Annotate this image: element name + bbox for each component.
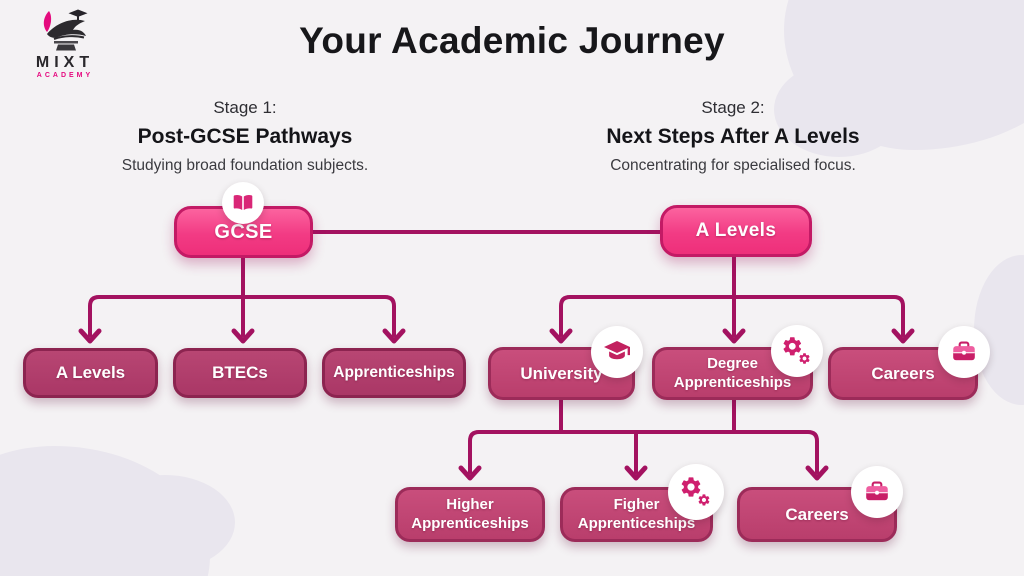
node-label: A Levels xyxy=(55,363,126,382)
node-label: A Levels xyxy=(695,220,777,241)
node-higher-apprenticeships: Higher Apprenticeships xyxy=(395,487,545,542)
brand-logo: MIXT ACADEMY xyxy=(26,8,104,81)
node-label: Careers xyxy=(785,504,849,524)
gears-icon xyxy=(771,325,823,377)
node-label: Figher Apprenticeships xyxy=(577,495,696,532)
stage2-heading: Next Steps After A Levels xyxy=(606,125,860,148)
stage2-label: Stage 2: xyxy=(701,98,765,117)
briefcase-icon xyxy=(851,466,903,518)
gears-icon xyxy=(668,464,724,520)
background-blob xyxy=(774,62,904,157)
node-label: Higher Apprenticeships xyxy=(411,495,529,532)
stage2-description: Concentrating for specialised focus. xyxy=(610,157,856,174)
page-title: Your Academic Journey xyxy=(299,20,725,61)
node-btecs: BTECs xyxy=(173,348,307,398)
node-label: Apprenticeships xyxy=(333,364,455,381)
node-gcse: GCSE xyxy=(174,206,313,258)
node-label: Degree Apprenticeships xyxy=(673,354,792,391)
node-apprenticeships: Apprenticeships xyxy=(322,348,466,398)
node-label: University xyxy=(520,363,603,383)
stage1-heading: Post-GCSE Pathways xyxy=(137,125,353,148)
brand-name: MIXT xyxy=(35,54,95,71)
brand-tagline: ACADEMY xyxy=(36,72,94,79)
node-a-levels: A Levels xyxy=(23,348,158,398)
stage1-description: Studying broad foundation subjects. xyxy=(121,157,369,174)
node-a-levels-root: A Levels xyxy=(660,205,812,257)
bird-quill-logo-icon xyxy=(43,9,88,51)
stage1-label: Stage 1: xyxy=(213,98,277,117)
stage2-header: Stage 2: Next Steps After A Levels Conce… xyxy=(578,98,888,175)
node-label: BTECs xyxy=(212,363,268,382)
briefcase-icon xyxy=(938,326,990,378)
node-label: Careers xyxy=(871,363,935,383)
node-label: GCSE xyxy=(214,220,273,243)
stage1-header: Stage 1: Post-GCSE Pathways Studying bro… xyxy=(90,98,400,175)
background-blob xyxy=(95,475,235,570)
graduation-cap-icon xyxy=(591,326,643,378)
open-book-icon xyxy=(222,182,264,224)
